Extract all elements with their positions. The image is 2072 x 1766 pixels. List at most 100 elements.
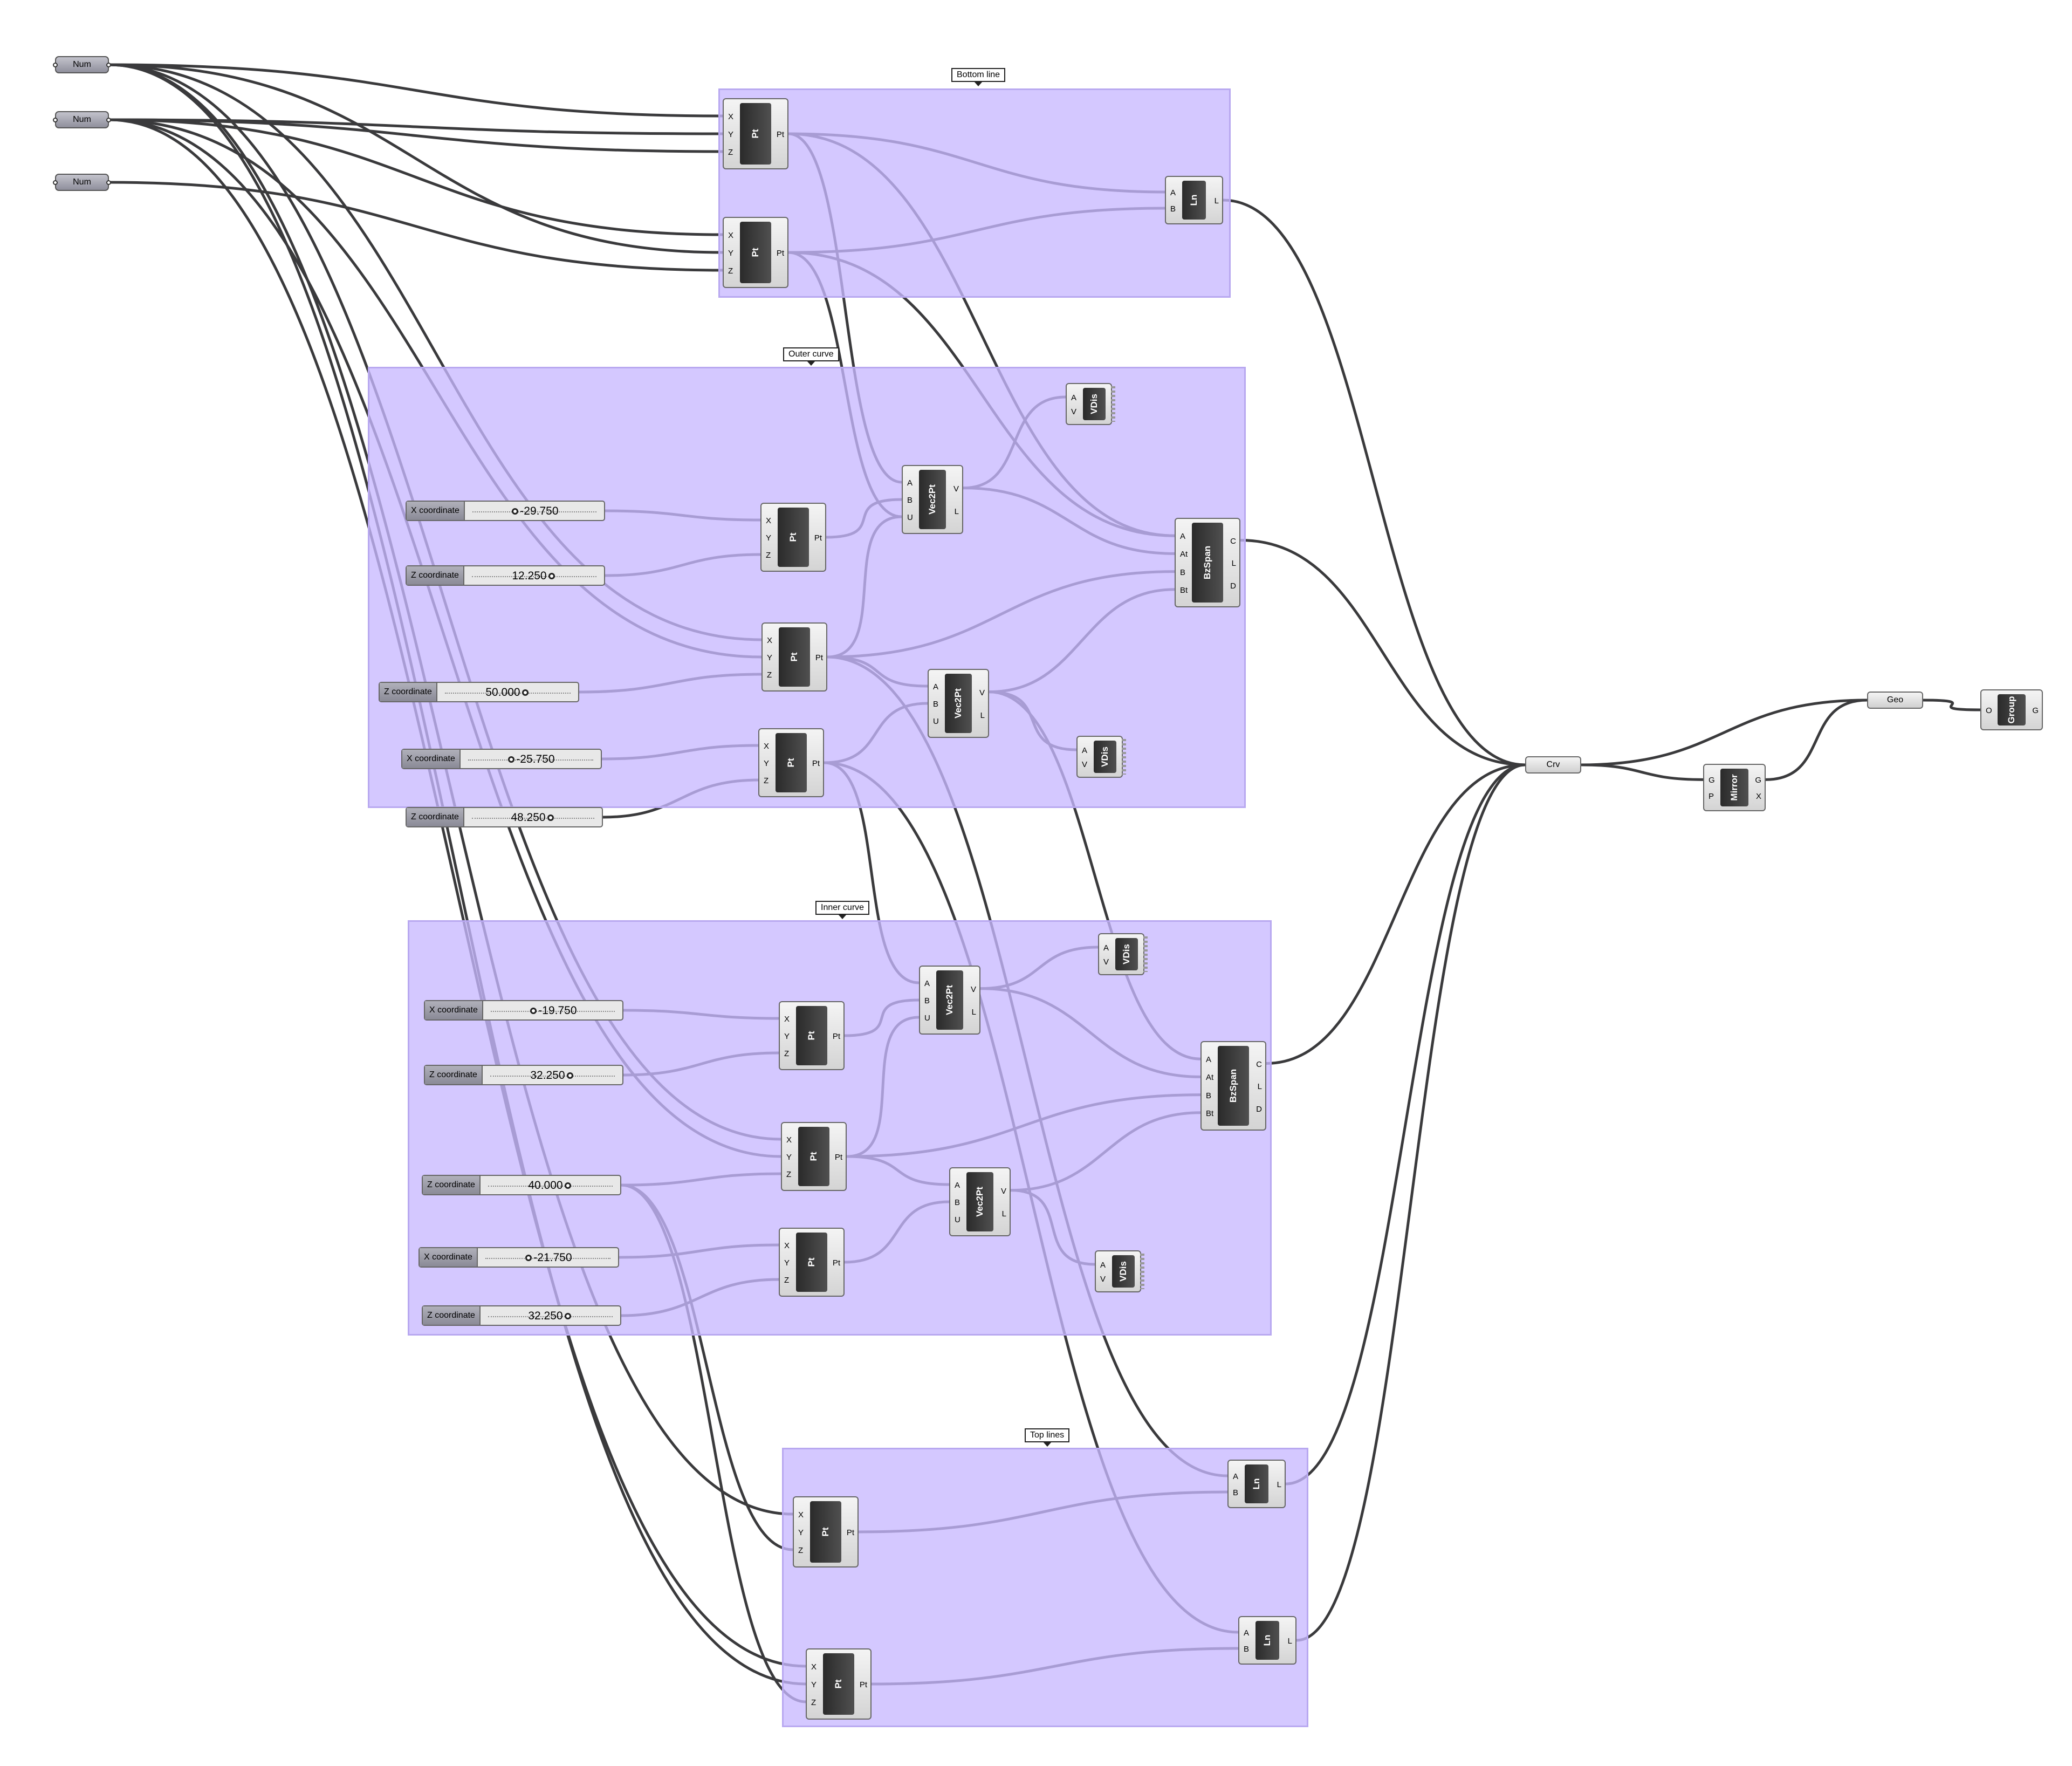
slider-grip[interactable] — [547, 814, 554, 822]
input-port[interactable]: B — [1233, 1488, 1239, 1497]
number-slider[interactable]: X coordinate -19.750 — [424, 1000, 623, 1021]
input-port[interactable]: Y — [728, 130, 734, 139]
input-port[interactable]: Y — [784, 1032, 790, 1041]
input-port[interactable]: Z — [798, 1546, 804, 1555]
input-port[interactable]: A — [1071, 393, 1077, 402]
input-port[interactable]: X — [764, 742, 770, 751]
input-port[interactable]: Y — [786, 1153, 792, 1162]
slider-track[interactable]: -25.750 — [461, 750, 601, 768]
slider-grip[interactable] — [564, 1182, 571, 1189]
number-slider[interactable]: X coordinate -25.750 — [401, 749, 602, 769]
number-slider[interactable]: Z coordinate 50.000 — [379, 682, 579, 702]
output-port[interactable]: L — [1214, 196, 1219, 206]
input-port[interactable]: Z — [784, 1276, 790, 1285]
input-port[interactable]: X — [786, 1135, 792, 1145]
input-port[interactable]: Bt — [1180, 585, 1188, 595]
output-port[interactable]: C — [1230, 536, 1236, 546]
output-port[interactable]: G — [2032, 706, 2039, 715]
input-port[interactable]: A — [1103, 943, 1109, 953]
input-port[interactable]: B — [933, 700, 939, 709]
input-port[interactable]: A — [1100, 1261, 1106, 1270]
input-port[interactable]: Z — [784, 1049, 790, 1058]
slider-grip[interactable] — [564, 1313, 571, 1320]
input-port[interactable]: A — [1244, 1628, 1250, 1638]
output-port[interactable]: L — [1277, 1480, 1281, 1489]
input-port[interactable]: A — [907, 478, 913, 488]
input-port[interactable]: Y — [764, 759, 770, 768]
input-port[interactable]: P — [1709, 791, 1714, 801]
output-grip[interactable] — [106, 118, 111, 122]
input-port[interactable]: Y — [767, 653, 773, 662]
input-port[interactable]: A — [1206, 1055, 1212, 1065]
slider-track[interactable]: -19.750 — [483, 1001, 622, 1019]
slider-track[interactable]: 40.000 — [481, 1176, 620, 1194]
output-port[interactable]: V — [953, 484, 959, 494]
slider-grip[interactable] — [522, 689, 529, 696]
slider-track[interactable]: 48.250 — [464, 808, 602, 826]
input-port[interactable]: Y — [728, 249, 734, 258]
input-port[interactable]: A — [1082, 746, 1088, 755]
input-port[interactable]: O — [1986, 706, 1992, 715]
input-port[interactable]: B — [907, 496, 913, 505]
output-port[interactable]: Pt — [815, 653, 823, 662]
input-port[interactable]: X — [767, 636, 773, 645]
input-port[interactable]: At — [1180, 550, 1188, 559]
input-port[interactable]: Bt — [1206, 1108, 1214, 1118]
output-grip[interactable] — [106, 63, 111, 67]
slider-track[interactable]: -29.750 — [465, 502, 604, 520]
input-port[interactable]: Y — [766, 533, 772, 543]
output-port[interactable]: Pt — [776, 249, 784, 258]
input-port[interactable]: A — [1170, 188, 1176, 197]
slider-grip[interactable] — [566, 1072, 573, 1079]
output-port[interactable]: V — [970, 984, 976, 994]
input-port[interactable]: U — [907, 513, 913, 522]
input-port[interactable]: A — [1180, 532, 1186, 542]
output-port[interactable]: Pt — [834, 1153, 842, 1162]
input-port[interactable]: A — [933, 682, 939, 692]
output-port[interactable]: Pt — [859, 1680, 867, 1689]
input-port[interactable]: B — [1244, 1645, 1250, 1654]
output-port[interactable]: Pt — [814, 533, 822, 543]
input-port[interactable]: Z — [728, 266, 733, 276]
input-port[interactable]: Z — [786, 1170, 792, 1179]
slider-grip[interactable] — [530, 1008, 537, 1015]
output-port[interactable]: C — [1256, 1059, 1262, 1069]
num-param[interactable]: Num — [53, 174, 111, 191]
input-port[interactable]: A — [1233, 1472, 1239, 1481]
slider-track[interactable]: 32.250 — [483, 1066, 622, 1084]
input-port[interactable]: U — [955, 1215, 960, 1224]
input-port[interactable]: V — [1103, 957, 1109, 967]
number-slider[interactable]: X coordinate -21.750 — [418, 1247, 619, 1268]
input-port[interactable]: X — [728, 112, 734, 121]
slider-grip[interactable] — [512, 508, 519, 515]
output-port[interactable]: V — [979, 688, 985, 697]
output-port[interactable]: Pt — [812, 759, 820, 768]
input-port[interactable]: Z — [766, 551, 771, 560]
input-port[interactable]: U — [924, 1014, 930, 1023]
input-port[interactable]: B — [955, 1198, 960, 1207]
input-port[interactable]: Z — [811, 1698, 817, 1707]
input-port[interactable]: G — [1709, 776, 1715, 785]
num-param[interactable]: Num — [53, 111, 111, 128]
number-slider[interactable]: Z coordinate 48.250 — [406, 807, 603, 827]
crv-param[interactable]: Crv — [1525, 756, 1581, 774]
input-port[interactable]: B — [1170, 204, 1176, 214]
input-port[interactable]: X — [784, 1015, 790, 1024]
output-port[interactable]: Pt — [832, 1258, 840, 1268]
